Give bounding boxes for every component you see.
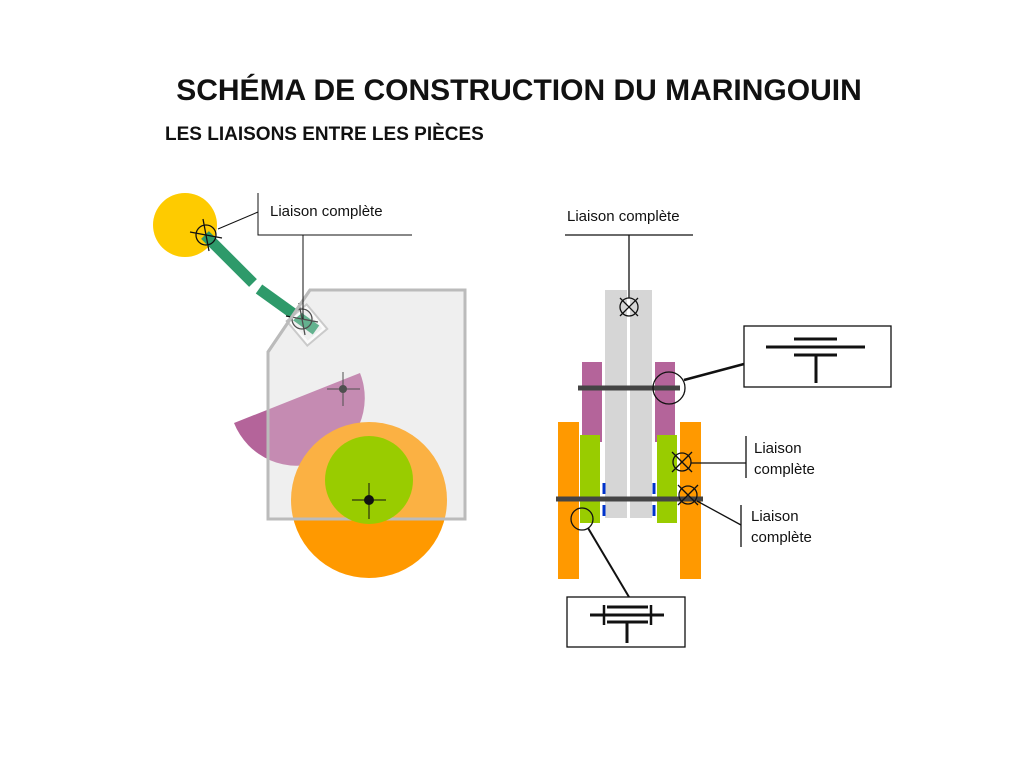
blue-clearance-marks xyxy=(602,483,656,516)
label-right-middle-line2: complète xyxy=(754,461,815,478)
lime-block-left xyxy=(580,435,600,523)
detail-circle-lower xyxy=(570,507,594,531)
segment-pivot xyxy=(327,372,360,406)
pivot-joint-symbol-box xyxy=(743,325,892,388)
pivot-symbol-top xyxy=(189,218,223,252)
label-left-top: Liaison complète xyxy=(270,203,383,220)
purple-block-right xyxy=(655,362,675,442)
diagram-subtitle: LES LIAISONS ENTRE LES PIÈCES xyxy=(165,124,484,145)
frame-overlay xyxy=(266,288,467,521)
side-view: Liaison complète xyxy=(153,193,467,578)
front-view: Liaison complète Liaison complète Liaiso… xyxy=(556,208,892,648)
lime-pinion-gear xyxy=(325,436,413,524)
label-right-lower-line1: Liaison xyxy=(751,508,799,525)
right-leader-lines xyxy=(565,234,747,598)
left-leader-lines xyxy=(217,193,412,319)
gear-axis xyxy=(352,483,386,519)
sliding-pivot-symbol-box xyxy=(566,596,686,648)
axle-pivot-symbol xyxy=(677,484,699,506)
label-right-middle-line1: Liaison xyxy=(754,440,802,457)
yellow-crank-disc xyxy=(153,193,217,257)
label-right-lower-line2: complète xyxy=(751,529,812,546)
detail-circle-upper xyxy=(652,371,686,405)
diagram-title: SCHÉMA DE CONSTRUCTION DU MARINGOUIN xyxy=(176,74,862,107)
purple-block-left xyxy=(582,362,602,442)
lime-block-right xyxy=(657,435,677,523)
lime-pivot-symbol xyxy=(671,451,693,473)
label-right-top: Liaison complète xyxy=(567,208,680,225)
